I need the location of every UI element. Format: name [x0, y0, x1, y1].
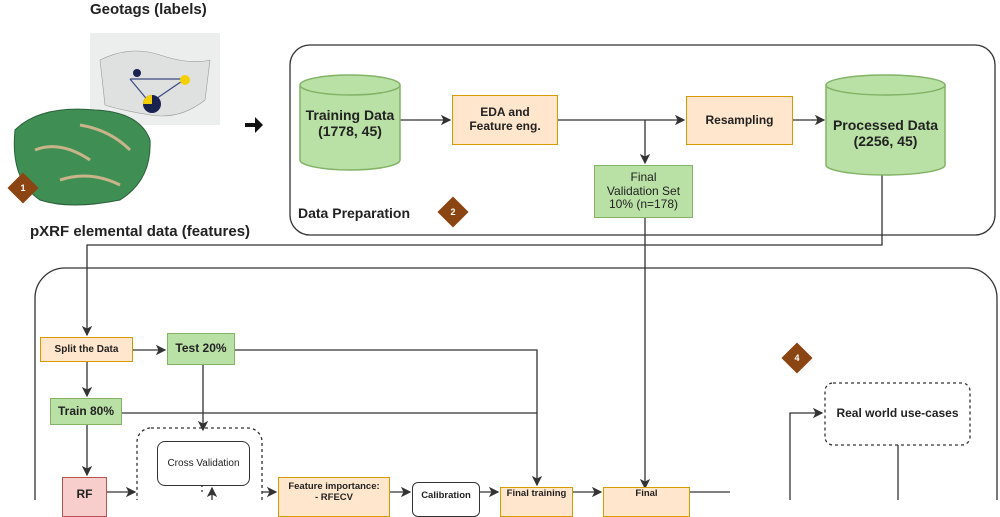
processed-data: Processed Data (2256, 45)	[832, 116, 939, 149]
step-4-number: 4	[794, 353, 800, 363]
modeling-panel	[34, 267, 998, 500]
test-box: Test 20%	[167, 333, 235, 365]
connectors	[13, 33, 998, 500]
final-box: Final	[603, 487, 690, 517]
rock-image	[13, 108, 151, 206]
final-validation-box: Final Validation Set 10% (n=178)	[594, 165, 693, 218]
real-world-label: Real world use-cases	[836, 406, 959, 421]
eda-box: EDA and Feature eng.	[452, 95, 558, 145]
split-data-box: Split the Data	[40, 337, 133, 362]
rf-box: RF	[62, 477, 107, 517]
data-preparation-title: Data Preparation	[298, 205, 411, 221]
step-2-number: 2	[450, 207, 456, 217]
step-1-number: 1	[20, 183, 26, 193]
final-training-box: Final training	[500, 487, 573, 517]
geotags-title: Geotags (labels)	[90, 1, 207, 18]
pxrf-title: pXRF elemental data (features)	[30, 223, 251, 240]
resampling-box: Resampling	[686, 96, 793, 145]
data-preparation-panel	[289, 44, 996, 236]
feature-importance-box: Feature importance: - RFECV	[278, 477, 390, 517]
map-image	[90, 33, 220, 125]
processed-data-cylinder	[825, 74, 946, 176]
real-world-box	[824, 382, 971, 446]
train-box: Train 80%	[50, 398, 122, 425]
training-data: Training Data (1778, 45)	[305, 106, 395, 139]
cross-validation-box: Cross Validation	[157, 441, 250, 486]
training-data-cylinder	[299, 74, 401, 171]
